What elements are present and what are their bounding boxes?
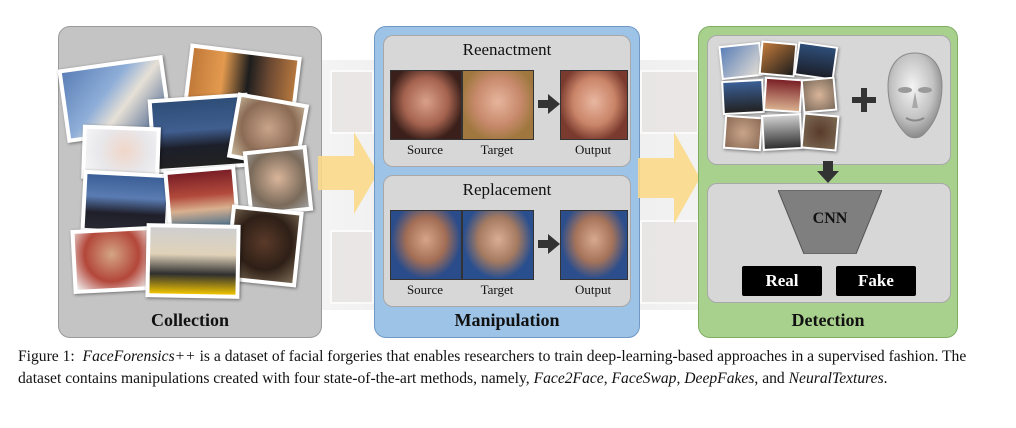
detection-photo [761, 112, 803, 152]
reenactment-target-label: Target [480, 142, 514, 157]
reenactment-subpanel: Reenactment Source Target Output [383, 35, 631, 167]
arrow-manipulation-to-detection-icon [638, 132, 700, 224]
replacement-source-label: Source [406, 282, 444, 297]
replacement-output-face [560, 210, 628, 280]
cnn-label: CNN [812, 210, 848, 227]
reenactment-output-label: Output [574, 142, 612, 157]
detection-panel: Detection [698, 26, 958, 338]
detection-title: Detection [791, 310, 865, 330]
caption-text: is a dataset of facial forgeries that en… [18, 348, 967, 387]
detection-photo [800, 76, 838, 114]
reenactment-title: Reenactment [462, 40, 552, 59]
replacement-title: Replacement [462, 180, 552, 199]
method-neuraltextures: NeuralTextures [788, 370, 884, 387]
detection-photo [758, 40, 798, 78]
arrow-right-icon [538, 234, 560, 254]
cnn-trapezoid-icon [778, 190, 882, 254]
replacement-source-face [390, 210, 462, 280]
caption-end: . [883, 370, 888, 387]
manipulation-title: Manipulation [454, 310, 560, 330]
ghost-photo [640, 220, 699, 304]
plus-icon [852, 88, 876, 112]
ghost-photo [330, 230, 374, 304]
manipulation-panel: Manipulation Reenactment Source Target O… [374, 26, 640, 338]
detection-photo [800, 112, 840, 152]
real-label: Real [742, 266, 822, 296]
replacement-target-label: Target [480, 282, 514, 297]
reenactment-source-face [390, 70, 462, 140]
detection-photo [762, 76, 804, 114]
ghost-photo [640, 70, 699, 134]
replacement-target-face [462, 210, 534, 280]
caption-label: Figure 1: [18, 348, 75, 365]
method-deepfakes: DeepFakes [684, 370, 755, 387]
fake-label: Fake [836, 266, 916, 296]
collection-photo [70, 225, 154, 295]
detection-cnn-subpanel: CNN Real Fake [707, 183, 951, 303]
reenactment-target-face [462, 70, 534, 140]
method-faceswap: FaceSwap [611, 370, 677, 387]
figure-caption: Figure 1: FaceForensics++ is a dataset o… [18, 346, 1003, 390]
caption-separator: , [676, 370, 685, 387]
detection-photo [793, 41, 839, 81]
replacement-output-label: Output [574, 282, 612, 297]
reenactment-output-face [560, 70, 628, 140]
arrow-right-icon [538, 94, 560, 114]
dataset-name: FaceForensics++ [82, 348, 196, 365]
replacement-subpanel: Replacement Source Target Output [383, 175, 631, 307]
arrow-collection-to-manipulation-icon [318, 132, 378, 214]
detection-input-subpanel [707, 35, 951, 165]
collection-title: Collection [151, 310, 229, 330]
arrow-down-icon [817, 161, 839, 183]
detection-photo [718, 41, 764, 81]
caption-separator: , [603, 370, 612, 387]
method-face2face: Face2Face [533, 370, 604, 387]
3d-face-model-icon [887, 52, 943, 139]
caption-separator: , and [754, 370, 789, 387]
reenactment-source-label: Source [406, 142, 444, 157]
collection-photo [145, 223, 241, 299]
detection-photo [721, 78, 765, 116]
ghost-photo [330, 70, 374, 134]
detection-photo [722, 114, 764, 152]
